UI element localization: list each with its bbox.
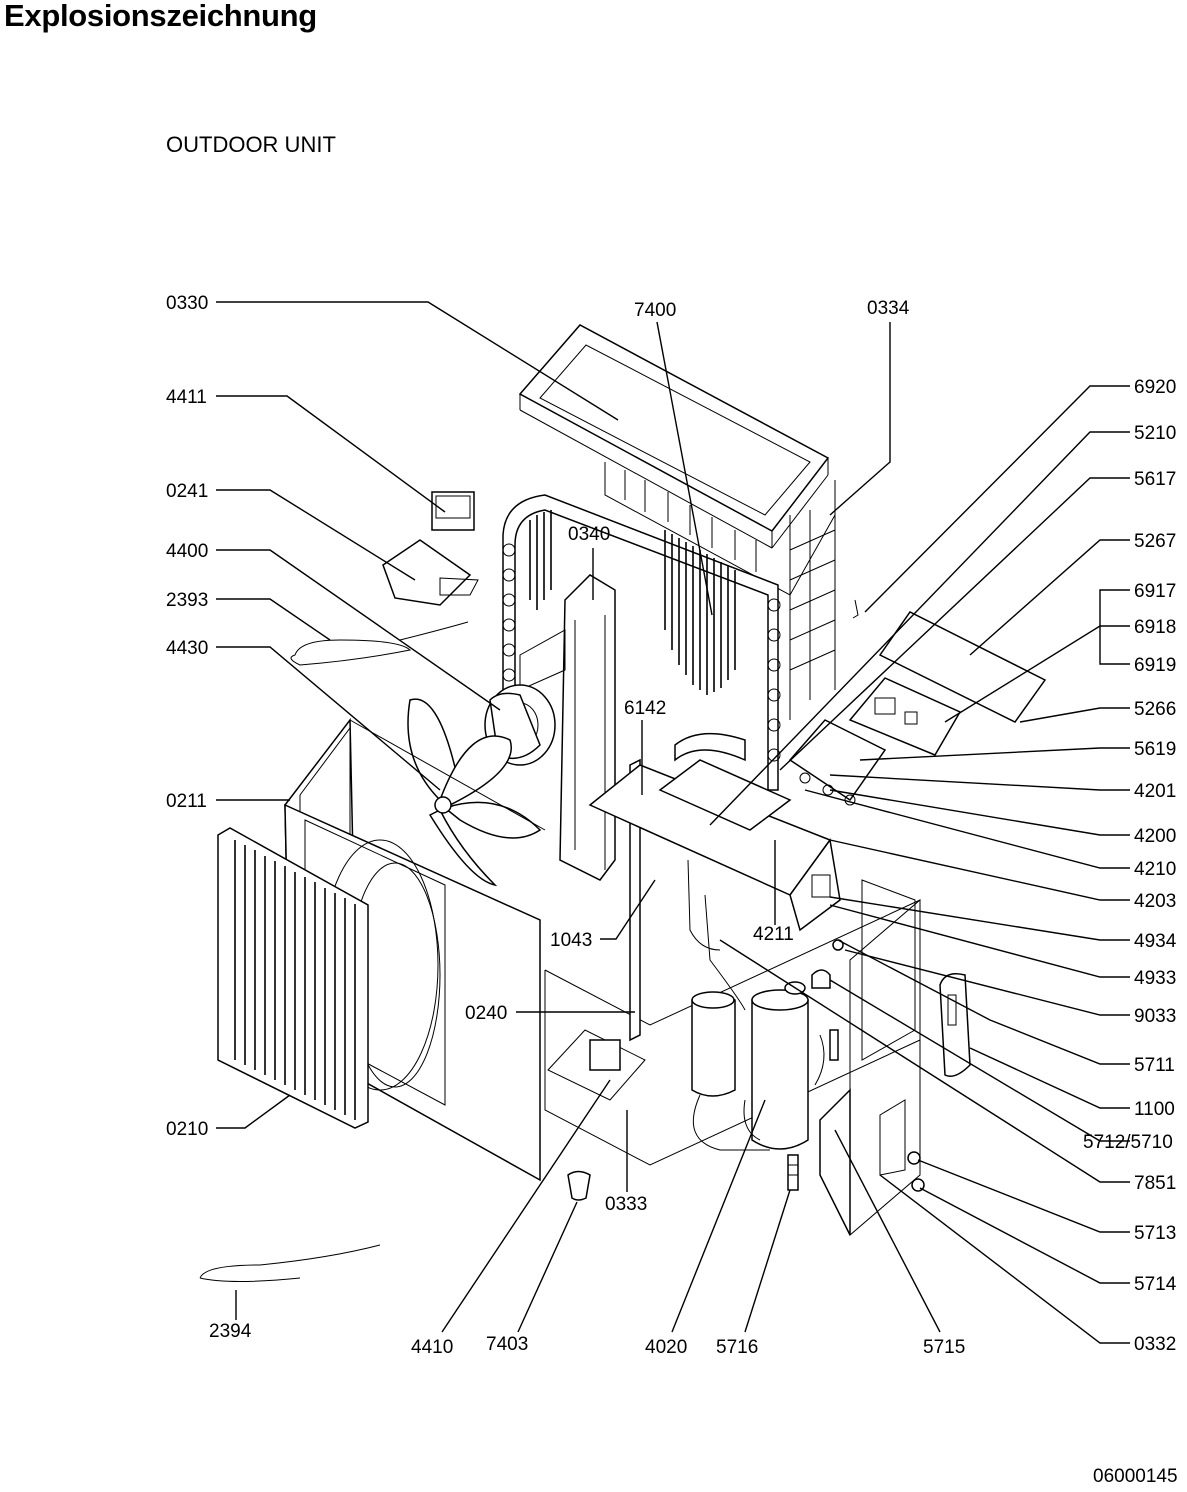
accumulator <box>691 991 736 1097</box>
callout-5210: 5210 <box>1134 423 1176 444</box>
callout-5617: 5617 <box>1134 469 1176 490</box>
terminal-block <box>788 719 887 806</box>
side-panel <box>849 879 921 1237</box>
callout-4430: 4430 <box>166 638 208 659</box>
pcb-cover <box>878 611 1047 723</box>
service-panel <box>819 1088 906 1236</box>
callout-0210: 0210 <box>166 1119 208 1140</box>
callout-5711: 5711 <box>1134 1055 1175 1076</box>
callout-5619: 5619 <box>1134 739 1176 760</box>
callout-4201: 4201 <box>1134 781 1176 802</box>
document-number: 06000145 <box>1093 1466 1178 1487</box>
page-title: Explosionszeichnung <box>4 0 317 33</box>
callout-7403: 7403 <box>486 1334 528 1355</box>
capacitor-holder <box>382 539 479 606</box>
callout-5713: 5713 <box>1134 1223 1176 1244</box>
callout-1100: 1100 <box>1134 1099 1175 1120</box>
callout-7851: 7851 <box>1134 1173 1176 1194</box>
callout-4410: 4410 <box>411 1337 453 1358</box>
mounting-bolt <box>787 1154 799 1191</box>
callout-0340: 0340 <box>568 524 610 545</box>
compressor-capacitor <box>547 1029 646 1101</box>
wire-harness-2393 <box>290 621 469 666</box>
callout-6918: 6918 <box>1134 617 1176 638</box>
top-cover-part <box>518 324 830 549</box>
callout-9033: 9033 <box>1134 1006 1176 1027</box>
callout-5716: 5716 <box>716 1337 758 1358</box>
callout-0333: 0333 <box>605 1194 647 1215</box>
callout-6917: 6917 <box>1134 581 1176 602</box>
callout-0240: 0240 <box>465 1003 507 1024</box>
callout-labels: 0330 4411 0241 4400 2393 4430 0211 0210 … <box>166 293 1177 1358</box>
wire-harness-2394 <box>199 1244 381 1282</box>
fan-capacitor <box>431 491 475 531</box>
callout-0241: 0241 <box>166 481 208 502</box>
control-box <box>588 732 841 932</box>
callout-1043: 1043 <box>550 930 592 951</box>
callout-5712-5710: 5712/5710 <box>1083 1132 1173 1153</box>
callout-6920: 6920 <box>1134 377 1176 398</box>
parts-drawing <box>199 324 1047 1282</box>
callout-0211: 0211 <box>166 791 207 812</box>
callout-7400: 7400 <box>634 300 676 321</box>
callout-5267: 5267 <box>1134 531 1176 552</box>
callout-4400: 4400 <box>166 541 208 562</box>
callout-5715: 5715 <box>923 1337 965 1358</box>
callout-4933: 4933 <box>1134 968 1176 989</box>
rear-panel-grid <box>604 462 836 720</box>
callout-5714: 5714 <box>1134 1274 1177 1295</box>
callout-4200: 4200 <box>1134 826 1176 847</box>
service-valves <box>811 599 925 1192</box>
callout-4203: 4203 <box>1134 891 1176 912</box>
partition-plate <box>629 758 641 1042</box>
front-grille <box>217 827 369 1129</box>
compressor <box>751 981 809 1150</box>
callout-4934: 4934 <box>1134 931 1177 952</box>
diagram-subtitle: OUTDOOR UNIT <box>166 132 336 157</box>
callout-2393: 2393 <box>166 590 208 611</box>
rubber-foot <box>567 1170 591 1201</box>
callout-5266: 5266 <box>1134 699 1176 720</box>
callout-2394: 2394 <box>209 1321 252 1342</box>
callout-6142: 6142 <box>624 698 666 719</box>
callout-0332: 0332 <box>1134 1334 1176 1355</box>
callout-4210: 4210 <box>1134 859 1176 880</box>
callout-4211: 4211 <box>753 924 794 945</box>
heat-exchanger-coil <box>502 494 781 791</box>
callout-4020: 4020 <box>645 1337 687 1358</box>
callout-4411: 4411 <box>166 387 207 408</box>
leader-lines <box>216 301 1130 1344</box>
callout-6919: 6919 <box>1134 655 1176 676</box>
refrigerant-piping <box>687 859 825 1151</box>
callout-0330: 0330 <box>166 293 208 314</box>
callout-0334: 0334 <box>867 298 910 319</box>
